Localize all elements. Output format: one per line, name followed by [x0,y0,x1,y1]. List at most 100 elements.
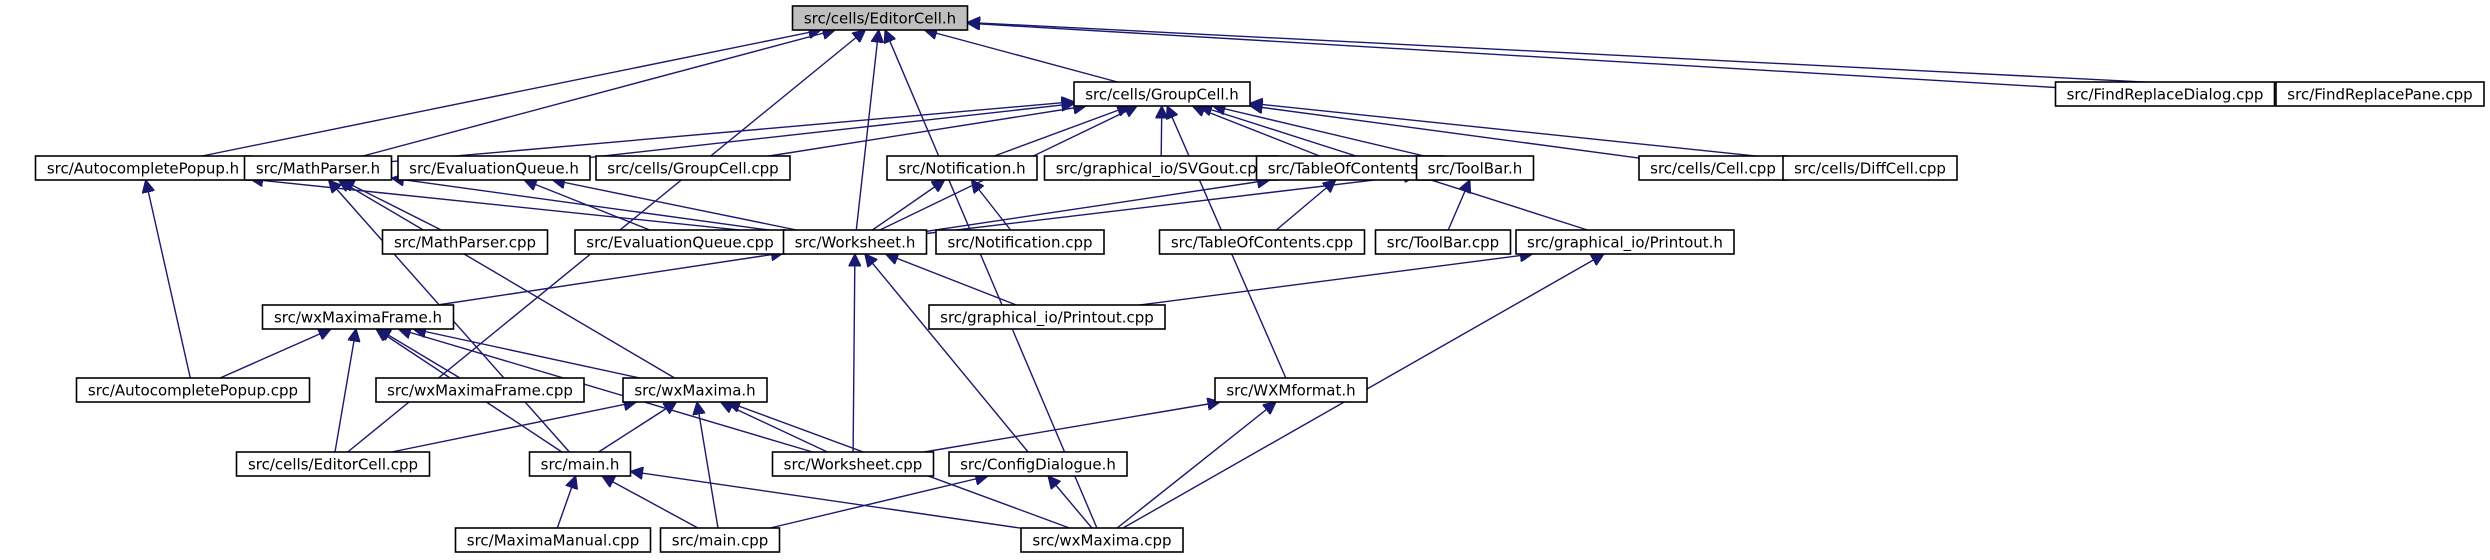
edge-diffcell_cpp-to-groupcell_h [1250,103,1784,160]
node-label: src/graphical_io/SVGout.cpp [1056,160,1267,179]
node-wxmaximaframe_cpp[interactable]: src/wxMaximaFrame.cpp [375,377,585,403]
edge-evaluationqueue_h-to-groupcell_h [589,104,1074,159]
node-main_h[interactable]: src/main.h [528,451,632,477]
node-box [381,229,549,255]
edge-worksheet_cpp-to-worksheet_h [853,254,855,453]
node-cell_cpp[interactable]: src/cells/Cell.cpp [1638,155,1788,181]
edge-tableofcontents_h-to-groupcell_h [1193,106,1320,157]
edge-mathparser_h-to-groupcell_h [391,102,1075,163]
edge-toolbar_cpp-to-toolbar_h [1447,180,1470,231]
node-mathparser_h[interactable]: src/MathParser.h [243,155,393,181]
node-label: src/Worksheet.cpp [784,456,923,474]
node-main_cpp[interactable]: src/main.cpp [659,527,781,553]
edge-evaluationqueue_cpp-to-evaluationqueue_h [524,180,651,231]
node-mathparser_cpp[interactable]: src/MathParser.cpp [381,229,549,255]
node-label: src/wxMaxima.h [634,382,755,400]
node-worksheet_cpp[interactable]: src/Worksheet.cpp [771,451,935,477]
node-box [235,451,431,477]
node-label: src/main.h [541,456,620,474]
node-box [1214,377,1368,403]
node-tableofcontents_h[interactable]: src/TableOfContents.h [1255,155,1445,181]
edge-notification_cpp-to-notification_h [971,180,1012,231]
node-groupcell_h[interactable]: src/cells/GroupCell.h [1073,81,1251,107]
node-editorcell_cpp[interactable]: src/cells/EditorCell.cpp [235,451,431,477]
node-worksheet_h[interactable]: src/Worksheet.h [782,229,928,255]
node-toolbar_h[interactable]: src/ToolBar.h [1415,155,1535,181]
node-label: src/wxMaxima.cpp [1032,532,1171,550]
node-label: src/FindReplaceDialog.cpp [2067,86,2264,104]
node-label: src/Notification.h [898,160,1025,178]
node-diffcell_cpp[interactable]: src/cells/DiffCell.cpp [1782,155,1958,181]
edge-groupcell_h-to-editorcell_h [925,30,1118,83]
node-label: src/graphical_io/Printout.cpp [940,309,1154,328]
edge-autocompletepopup_h-to-editorcell_h [201,30,821,157]
edge-toolbar_h-to-groupcell_h [1213,106,1425,157]
node-box [1073,81,1251,107]
edge-notification_h-to-groupcell_h [994,106,1129,157]
edge-editorcell_cpp-to-wxmaximaframe_h [334,329,356,453]
edge-mathparser_h-to-editorcell_h [362,30,835,157]
edge-mathparser_cpp-to-mathparser_h [342,180,442,231]
node-maximamanual_cpp[interactable]: src/MaximaManual.cpp [454,527,652,553]
node-evaluationqueue_h[interactable]: src/EvaluationQueue.h [397,155,591,181]
node-box [1782,155,1958,181]
node-box [791,5,969,31]
node-box [397,155,591,181]
node-label: src/cells/GroupCell.cpp [607,160,778,178]
node-label: src/FindReplacePane.cpp [2287,86,2472,104]
node-autocompletepopup_h[interactable]: src/AutocompletePopup.h [34,155,252,181]
node-box [528,451,632,477]
node-label: src/MathParser.cpp [394,234,536,252]
node-box [574,229,786,255]
edge-autocompletepopup_cpp-to-wxmaximaframe_h [219,329,331,379]
node-box [1020,527,1184,553]
node-configdialogue_h[interactable]: src/ConfigDialogue.h [948,451,1128,477]
nodes-layer: src/cells/EditorCell.h src/cells/GroupCel… [34,5,2485,553]
edge-wxmaxima_h-to-wxmaximaframe_h [413,329,640,379]
edge-worksheet_h-to-notification_h [872,180,944,231]
node-svgout_cpp[interactable]: src/graphical_io/SVGout.cpp [1043,155,1279,181]
edge-configdialogue_h-to-worksheet_h [865,254,1029,453]
edge-editorcell_cpp-to-wxmaxima_h [391,402,637,453]
edge-worksheet_h-to-evaluationqueue_h [553,180,797,231]
node-box [375,377,585,403]
edge-cell_cpp-to-groupcell_h [1250,106,1640,159]
node-evaluationqueue_cpp[interactable]: src/EvaluationQueue.cpp [574,229,786,255]
node-printout_cpp[interactable]: src/graphical_io/Printout.cpp [928,304,1166,330]
node-box [595,155,791,181]
edge-main_h-to-wxmaxima_h [598,402,677,453]
node-findreplacepane_cpp[interactable]: src/FindReplacePane.cpp [2275,81,2485,107]
node-groupcell_cpp[interactable]: src/cells/GroupCell.cpp [595,155,791,181]
edge-worksheet_h-to-editorcell_h [855,30,878,231]
node-notification_h[interactable]: src/Notification.h [886,155,1038,181]
node-box [782,229,928,255]
node-box [34,155,252,181]
node-wxmaximaframe_h[interactable]: src/wxMaximaFrame.h [261,304,455,330]
node-label: src/cells/EditorCell.h [804,10,956,28]
edge-maximamanual_cpp-to-main_h [556,476,575,529]
node-label: src/ToolBar.cpp [1387,234,1499,252]
node-printout_h[interactable]: src/graphical_io/Printout.h [1515,229,1735,255]
node-autocompletepopup_cpp[interactable]: src/AutocompletePopup.cpp [75,377,311,403]
node-wxmaxima_cpp[interactable]: src/wxMaxima.cpp [1020,527,1184,553]
edge-findreplacepane_cpp-to-editorcell_h [968,22,2277,90]
node-label: src/cells/EditorCell.cpp [248,456,418,474]
node-editorcell_h[interactable]: src/cells/EditorCell.h [791,5,969,31]
edge-wxmaxima_cpp-to-configdialogue_h [1048,476,1093,529]
node-toolbar_cpp[interactable]: src/ToolBar.cpp [1374,229,1512,255]
edge-worksheet_cpp-to-wxmaxima_h [721,402,828,453]
edge-worksheet_h-to-autocompletepopup_h [251,179,784,236]
node-label: src/TableOfContents.h [1268,160,1433,178]
node-label: src/AutocompletePopup.h [47,160,239,178]
edge-worksheet_cpp-to-wxmformat_h [923,402,1220,453]
node-notification_cpp[interactable]: src/Notification.cpp [935,229,1105,255]
node-wxmformat_h[interactable]: src/WXMformat.h [1214,377,1368,403]
node-label: src/Notification.cpp [947,234,1092,252]
edge-wxmaxima_cpp-to-wxmformat_h [1116,402,1276,529]
node-wxmaxima_h[interactable]: src/wxMaxima.h [622,377,768,403]
node-findreplacedialog_cpp[interactable]: src/FindReplaceDialog.cpp [2054,81,2276,107]
node-box [1255,155,1445,181]
node-box [75,377,311,403]
node-tableofcontents_cpp[interactable]: src/TableOfContents.cpp [1158,229,1366,255]
edge-main_cpp-to-wxmaxima_h [697,402,719,529]
